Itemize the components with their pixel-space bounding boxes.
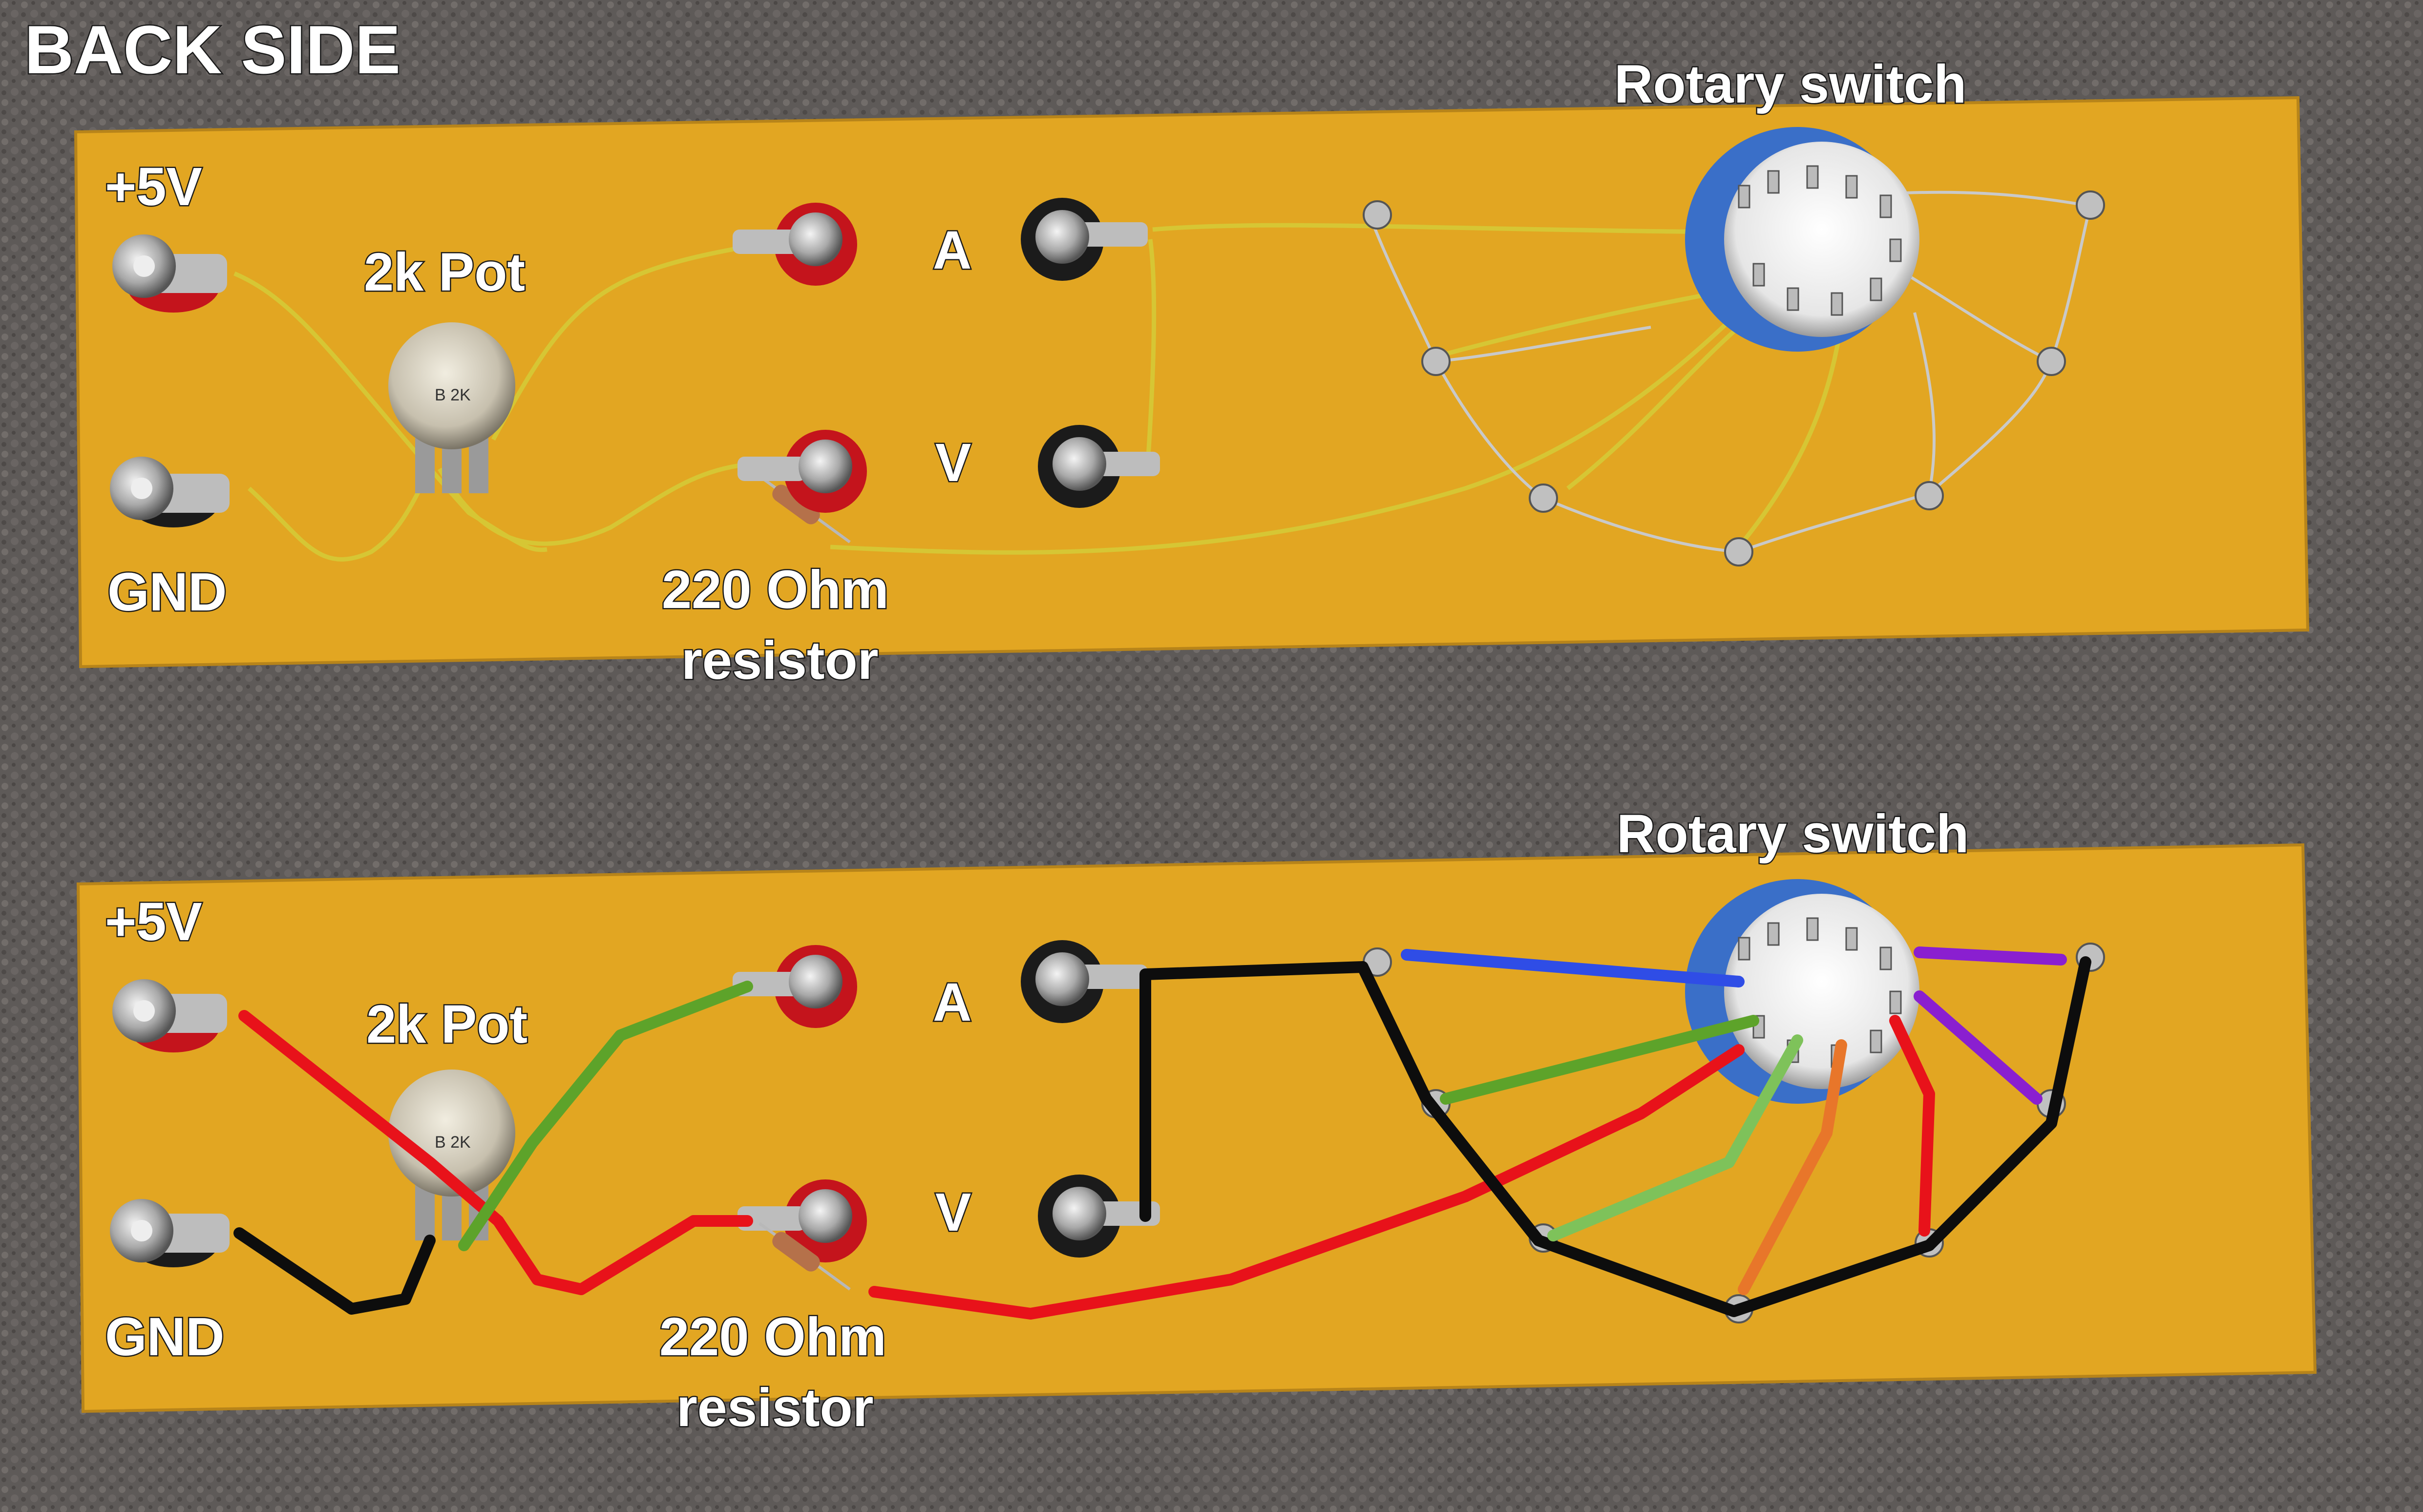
label-2k-pot: 2k Pot (366, 994, 527, 1054)
black-wire-gnd (233, 1227, 436, 1315)
terminal-v-red (737, 1179, 867, 1262)
terminal-gnd (110, 1199, 230, 1267)
label-plus-5v: +5V (105, 892, 202, 952)
panel-photo: +5V GND 2k Pot A V 220 Ohm resistor Rota… (74, 53, 2310, 692)
terminal-v-red (737, 430, 867, 513)
terminal-a-black (1021, 198, 1148, 281)
label-rotary-switch: Rotary switch (1617, 804, 1969, 864)
terminal-v-black (1038, 425, 1160, 508)
light-green-wire (1547, 1034, 1803, 1241)
rotary-switch (1685, 127, 1919, 352)
purple-wire-lower (1914, 990, 2043, 1105)
red-wire-lug (1889, 1015, 1935, 1237)
terminal-a-black (1021, 940, 1148, 1023)
resistor-220-ohm (759, 475, 851, 544)
solder-lugs (1363, 190, 2105, 567)
wire-gnd-to-pot (247, 467, 432, 562)
label-rotary-switch: Rotary switch (1614, 54, 1966, 114)
wire-switch-lug-3 (1737, 322, 1844, 548)
black-wire-bus (1357, 956, 2091, 1317)
label-resistor-line1: 220 Ohm (662, 560, 889, 620)
label-resistor-line2: resistor (676, 1378, 874, 1438)
label-a: A (933, 972, 971, 1032)
annotated-wires (233, 946, 2091, 1320)
terminal-gnd (110, 457, 230, 527)
terminal-a-red (733, 203, 857, 286)
potentiometer-2k: B 2K (388, 322, 515, 493)
label-gnd: GND (105, 1307, 224, 1367)
label-v: V (935, 433, 971, 493)
terminal-plus-5v (112, 979, 227, 1052)
pot-marking: B 2K (435, 1133, 471, 1152)
label-2k-pot: 2k Pot (364, 242, 525, 302)
label-resistor-line2: resistor (681, 630, 879, 691)
red-wire-5v (238, 1010, 753, 1295)
red-wire-resistor-to-switch (868, 1044, 1745, 1320)
black-wire-a-to-v (1139, 961, 1369, 1222)
wire-pot-to-a (491, 244, 748, 441)
wire-pot-to-v (438, 462, 753, 546)
green-wire-lug (1440, 1015, 1759, 1105)
label-a: A (933, 220, 971, 280)
label-v: V (935, 1182, 971, 1242)
label-plus-5v: +5V (105, 157, 202, 217)
purple-wire-top (1914, 946, 2067, 966)
wire-a-to-v (1145, 239, 1157, 464)
wire-resistor-to-switch (830, 272, 1780, 555)
terminal-plus-5v (112, 234, 227, 313)
rotary-switch (1685, 879, 1919, 1104)
wire-5v-to-pot (233, 271, 548, 552)
back-side-heading: BACK SIDE (24, 11, 400, 88)
resistor-220-ohm (759, 1222, 851, 1291)
green-wire-pot-to-a (458, 981, 753, 1251)
blue-wire (1401, 949, 1745, 987)
label-gnd: GND (107, 562, 227, 622)
orange-wire (1738, 1039, 1847, 1295)
panel-annotated: +5V GND 2k Pot A V 220 Ohm resistor Rota… (76, 803, 2317, 1439)
terminal-a-red (733, 945, 857, 1028)
label-resistor-line1: 220 Ohm (659, 1307, 886, 1367)
pot-marking: B 2K (435, 386, 471, 404)
